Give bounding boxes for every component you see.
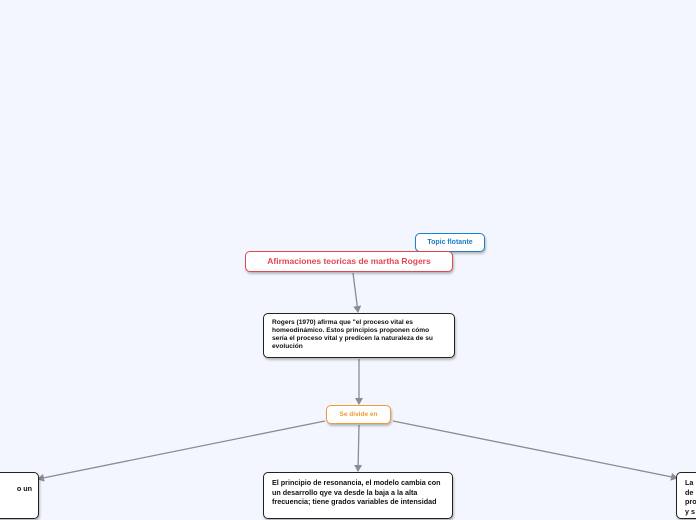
link-connector-to-right <box>392 420 678 481</box>
branch-topic-right[interactable]: La de pro y s <box>676 472 696 519</box>
link-central-to-main <box>352 272 362 313</box>
link-connector-to-left <box>37 420 326 482</box>
main-statement-topic[interactable]: Rogers (1970) afirma que "el proceso vit… <box>263 313 455 358</box>
floating-topic[interactable]: Topic flotante <box>415 233 485 252</box>
branch-topic-resonance[interactable]: El principio de resonancia, el modelo ca… <box>263 472 453 519</box>
branch-topic-left[interactable]: o un <box>0 472 39 519</box>
central-topic[interactable]: Afirmaciones teoricas de martha Rogers <box>245 251 453 272</box>
connector-label[interactable]: Se divide en <box>326 405 391 424</box>
link-connector-to-center <box>354 424 363 472</box>
